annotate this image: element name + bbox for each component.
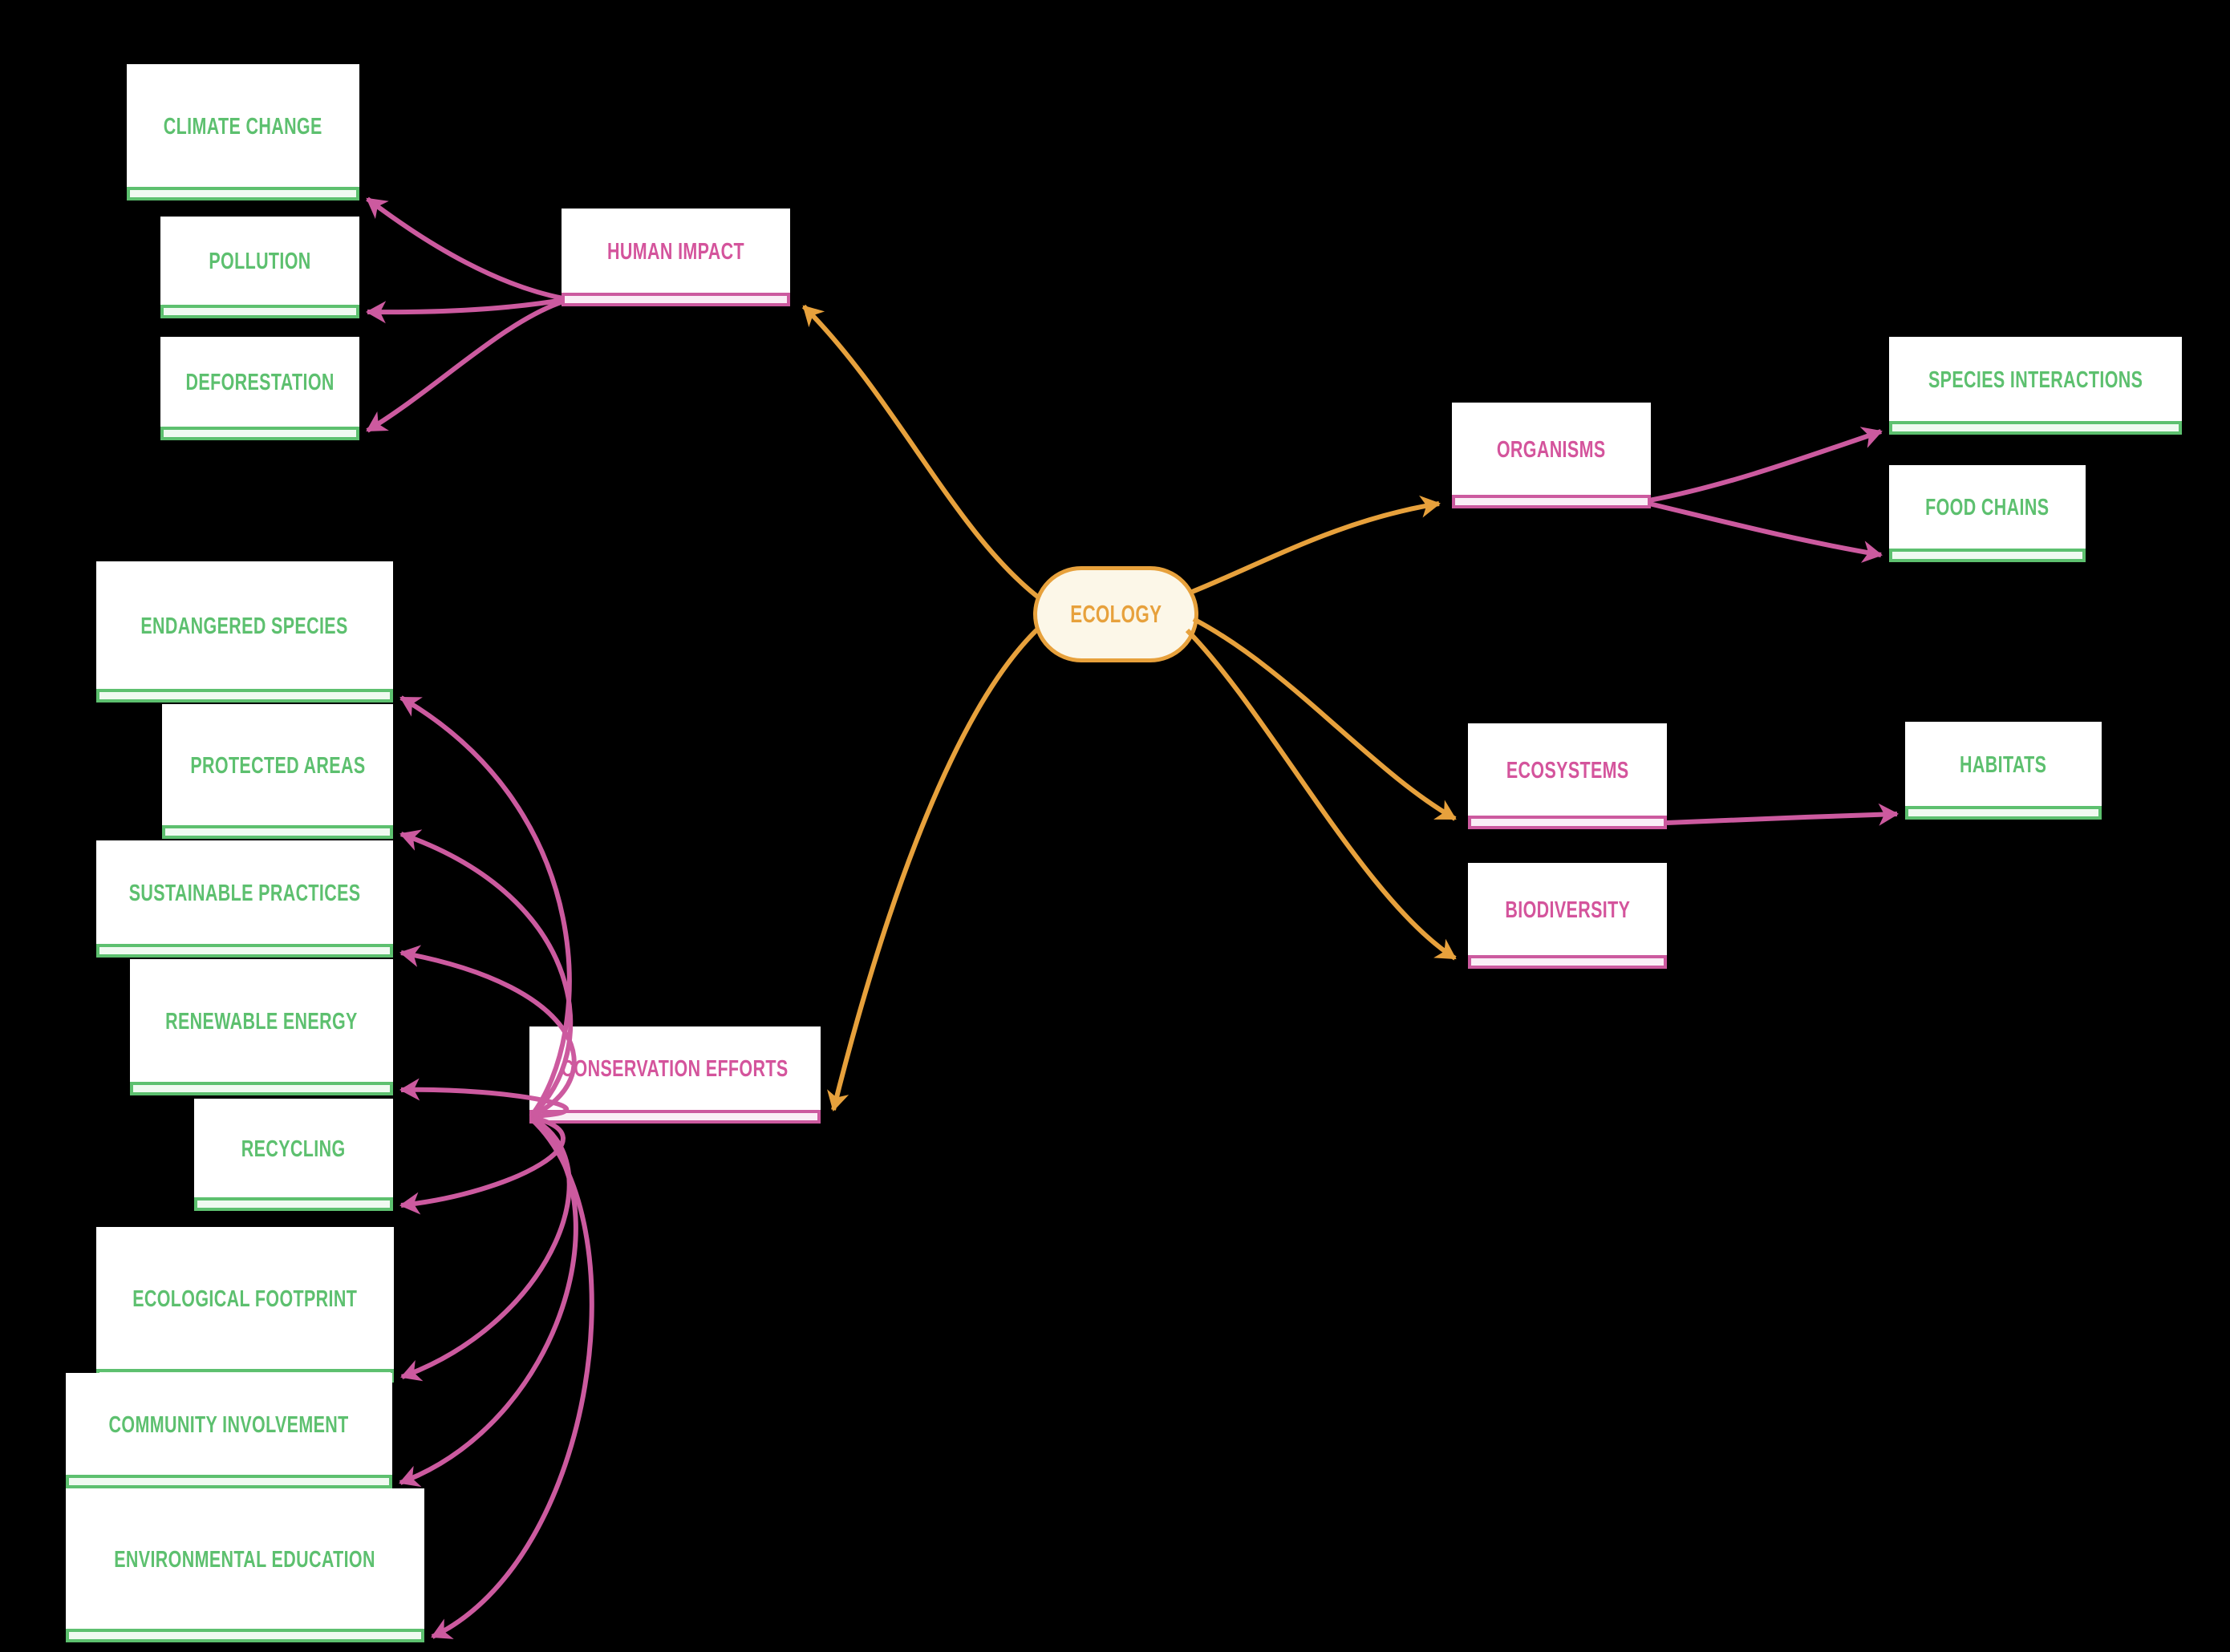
node-underline (162, 825, 393, 839)
node-deforestation-label: DEFORESTATION (185, 370, 334, 395)
node-ecology-label: ECOLOGY (1069, 600, 1162, 628)
node-underline (1905, 806, 2102, 820)
node-habitats[interactable]: HABITATS (1905, 722, 2102, 820)
node-underline (562, 293, 790, 306)
edge-ecology-human-impact (801, 304, 1041, 601)
edge-ecology-conservation-efforts (826, 626, 1040, 1111)
node-food-chains-label: FOOD CHAINS (1925, 495, 2050, 520)
node-recycling-label: RECYCLING (241, 1136, 346, 1162)
node-environmental-education-label: ENVIRONMENTAL EDUCATION (114, 1546, 376, 1573)
node-underline (1468, 955, 1667, 969)
node-recycling[interactable]: RECYCLING (194, 1099, 393, 1211)
node-pollution[interactable]: POLLUTION (160, 217, 359, 318)
edge-conservation-community-involvement (399, 1116, 578, 1488)
edge-organisms-species-interactions (1648, 427, 1883, 503)
node-biodiversity-label: BIODIVERSITY (1505, 897, 1630, 923)
edge-ecology-organisms (1190, 495, 1441, 594)
edge-conservation-recycling (399, 1115, 566, 1215)
edge-organisms-food-chains (1648, 501, 1883, 563)
node-underline (96, 944, 393, 958)
edge-human-impact-pollution (366, 298, 564, 324)
edge-conservation-ecological-footprint (400, 1116, 572, 1382)
node-endangered-species[interactable]: ENDANGERED SPECIES (96, 561, 393, 703)
node-underline (66, 1475, 392, 1488)
node-human-impact-label: HUMAN IMPACT (607, 238, 744, 265)
edge-ecology-ecosystems (1192, 617, 1457, 821)
node-underline (1889, 549, 2086, 562)
node-conservation-efforts[interactable]: CONSERVATION EFFORTS (529, 1026, 821, 1124)
node-pollution-label: POLLUTION (209, 249, 311, 274)
node-climate-change-label: CLIMATE CHANGE (164, 113, 322, 140)
node-protected-areas[interactable]: PROTECTED AREAS (162, 704, 393, 839)
node-food-chains[interactable]: FOOD CHAINS (1889, 465, 2086, 562)
edge-human-impact-climate-change (366, 196, 564, 301)
node-species-interactions[interactable]: SPECIES INTERACTIONS (1889, 337, 2182, 435)
node-community-involvement-label: COMMUNITY INVOLVEMENT (108, 1411, 350, 1438)
edge-human-impact-deforestation (366, 299, 564, 433)
node-species-interactions-label: SPECIES INTERACTIONS (1928, 366, 2143, 393)
edge-conservation-environmental-education (431, 1116, 594, 1639)
node-renewable-energy-label: RENEWABLE ENERGY (165, 1008, 358, 1035)
node-underline (130, 1082, 393, 1095)
node-deforestation[interactable]: DEFORESTATION (160, 337, 359, 440)
node-underline (96, 689, 393, 703)
node-underline (529, 1110, 821, 1124)
edge-ecology-biodiversity (1185, 628, 1457, 961)
node-underline (127, 187, 359, 200)
node-conservation-efforts-label: CONSERVATION EFFORTS (562, 1056, 789, 1082)
node-underline (1889, 421, 2182, 435)
node-ecological-footprint-label: ECOLOGICAL FOOTPRINT (132, 1286, 358, 1312)
node-ecosystems-label: ECOSYSTEMS (1506, 757, 1629, 783)
node-ecological-footprint[interactable]: ECOLOGICAL FOOTPRINT (96, 1227, 394, 1383)
node-sustainable-practices[interactable]: SUSTAINABLE PRACTICES (96, 840, 393, 958)
node-community-involvement[interactable]: COMMUNITY INVOLVEMENT (66, 1373, 392, 1488)
node-human-impact[interactable]: HUMAN IMPACT (562, 209, 790, 306)
node-renewable-energy[interactable]: RENEWABLE ENERGY (130, 959, 393, 1095)
node-sustainable-practices-label: SUSTAINABLE PRACTICES (128, 880, 361, 906)
edge-ecosystems-habitats (1666, 803, 1899, 826)
node-underline (194, 1197, 393, 1211)
node-climate-change[interactable]: CLIMATE CHANGE (127, 64, 359, 200)
node-underline (160, 305, 359, 318)
node-habitats-label: HABITATS (1960, 751, 2047, 778)
node-organisms-label: ORGANISMS (1497, 436, 1606, 463)
node-environmental-education[interactable]: ENVIRONMENTAL EDUCATION (66, 1488, 424, 1642)
node-endangered-species-label: ENDANGERED SPECIES (140, 613, 349, 639)
node-underline (1452, 495, 1651, 508)
node-protected-areas-label: PROTECTED AREAS (189, 752, 366, 779)
node-underline (160, 427, 359, 440)
node-underline (66, 1629, 424, 1642)
node-organisms[interactable]: ORGANISMS (1452, 403, 1651, 508)
node-ecosystems[interactable]: ECOSYSTEMS (1468, 723, 1667, 829)
node-ecology[interactable]: ECOLOGY (1033, 566, 1198, 662)
node-underline (1468, 816, 1667, 829)
node-biodiversity[interactable]: BIODIVERSITY (1468, 863, 1667, 969)
